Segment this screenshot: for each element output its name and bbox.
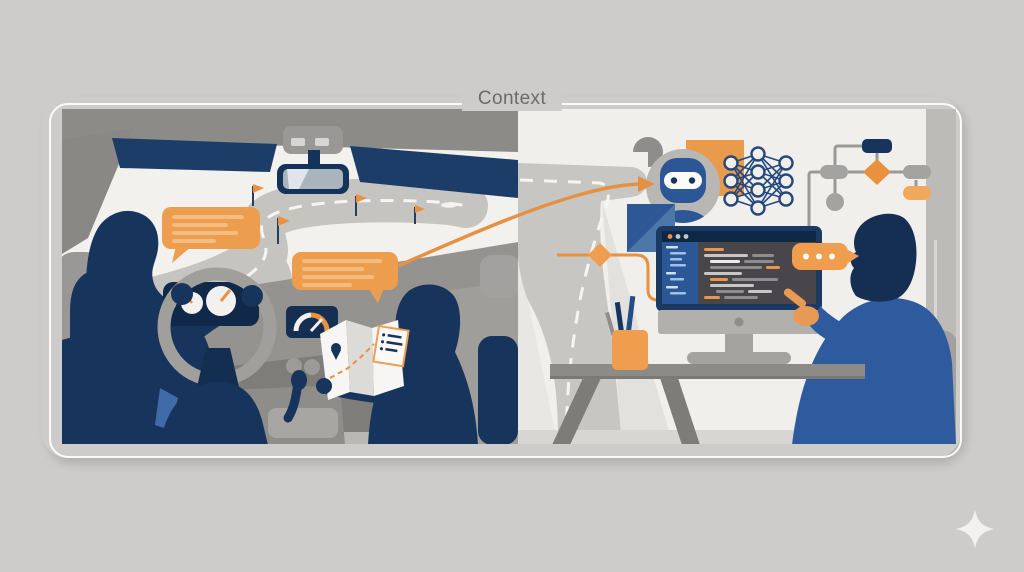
developer-desk-scene: [518, 109, 956, 444]
desk-leg: [660, 378, 700, 444]
speech-bubble-1: [162, 207, 260, 263]
process-connector: [557, 243, 659, 302]
dash-vent: [304, 359, 320, 375]
passenger-hand: [316, 378, 332, 394]
sparkle-icon: [956, 510, 994, 548]
flowchart-terminal-circle: [826, 193, 844, 211]
driver-seat: [62, 333, 268, 444]
arrowhead: [638, 176, 655, 192]
pencil-cup: [605, 295, 648, 370]
pencil: [605, 311, 616, 337]
sun-visor-right: [350, 146, 518, 198]
dash-vent: [286, 358, 302, 374]
typing-dots-bubble: [792, 243, 859, 270]
rearview-mirror: [277, 150, 349, 194]
flowchart-step-node: [903, 165, 931, 179]
robot-head: [660, 158, 706, 203]
connector-diamond: [588, 243, 612, 267]
gear-shifter: [268, 370, 338, 438]
flowchart-decision-diamond: [863, 159, 891, 185]
monitor-base: [687, 352, 791, 364]
directions-note: [372, 324, 410, 368]
a-pillar: [62, 128, 134, 254]
code-lines: [704, 248, 780, 299]
flowchart-start-node: [862, 139, 892, 153]
context-arrow: [397, 176, 655, 268]
neural-network: [723, 146, 794, 216]
context-frame-label: Context: [461, 87, 563, 111]
driver-hand: [171, 283, 193, 305]
driver-hand: [241, 285, 263, 307]
passenger-headrest: [480, 255, 518, 297]
flowchart-step-node: [820, 165, 848, 179]
window-control-dot: [667, 234, 673, 239]
car-interior-scene: [62, 109, 518, 444]
sidebar-file-rows: [666, 246, 686, 295]
waypoint-flag: [414, 205, 425, 224]
waypoint-flag: [252, 184, 264, 206]
route-dashes: [329, 343, 375, 379]
overhead-console: [283, 126, 343, 154]
speech-bubble-2: [292, 252, 398, 303]
neural-network-nodes: [723, 146, 794, 216]
road-map: [316, 320, 410, 400]
waypoint-flag: [355, 194, 367, 216]
pen: [614, 301, 625, 337]
pointing-arm: [783, 288, 870, 352]
waypoint-flag: [277, 216, 290, 244]
desk-leg: [552, 378, 601, 444]
flowchart-result-node: [903, 186, 931, 200]
window-title-bar: [662, 231, 816, 242]
pointing-hand: [793, 306, 819, 326]
sun-visor-left: [112, 138, 277, 172]
speedometer-display: [286, 306, 338, 338]
robot-eye: [670, 177, 678, 184]
pen: [625, 295, 636, 337]
flowchart: [807, 139, 931, 230]
person-head: [850, 213, 917, 302]
illustration-canvas: [62, 109, 956, 444]
robot-eye: [688, 177, 696, 184]
window-control-dot: [683, 234, 689, 239]
monitor-logo: [734, 317, 744, 327]
monitor-stand: [725, 334, 753, 356]
window-control-dot: [675, 234, 681, 239]
waypoint-flags: [252, 184, 425, 244]
